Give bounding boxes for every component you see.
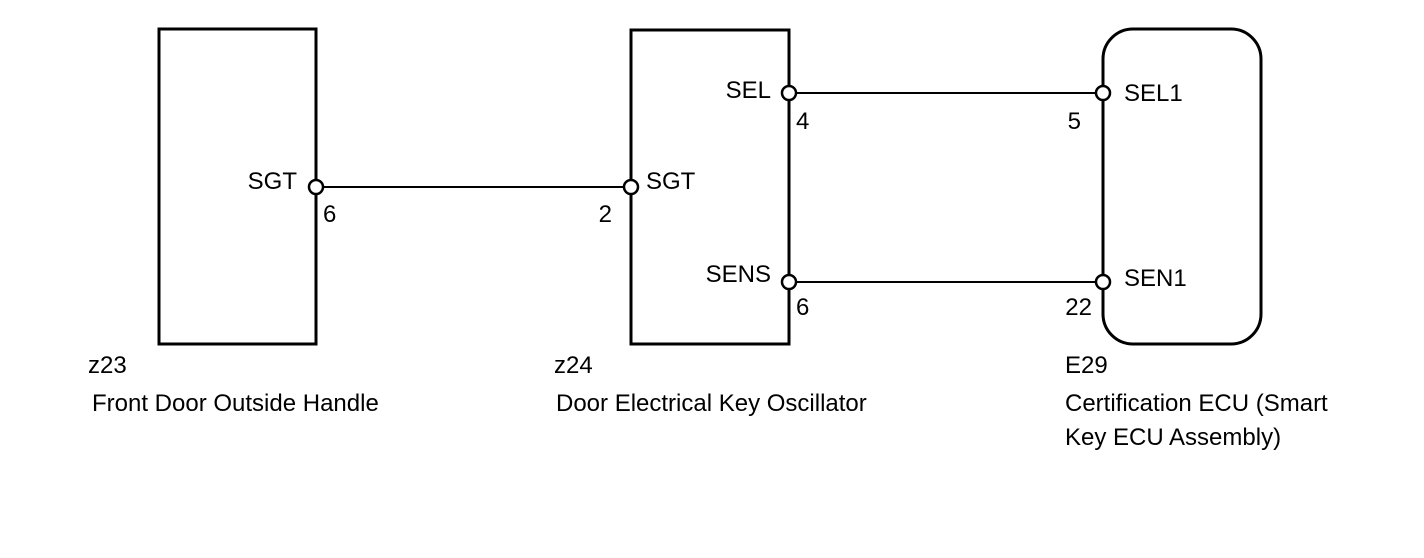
e29-sel1-pin-label: SEL1 — [1124, 80, 1183, 107]
z24-component-code: z24 — [554, 352, 593, 379]
z24-component-name: Door Electrical Key Oscillator — [556, 390, 867, 417]
e29-sen1-terminal — [1094, 273, 1112, 291]
z24-sel-pin-number: 4 — [796, 108, 809, 135]
e29-sen1-pin-number: 22 — [1065, 294, 1092, 321]
z24-sgt-terminal — [622, 178, 640, 196]
z24-sens-terminal — [780, 273, 798, 291]
z23-sgt-terminal — [307, 178, 325, 196]
z24-sel-terminal — [780, 84, 798, 102]
z24-component-box — [629, 28, 791, 346]
z24-sens-pin-label: SENS — [706, 261, 771, 288]
e29-component-name-line1: Certification ECU (Smart — [1065, 390, 1328, 417]
e29-sen1-pin-label: SEN1 — [1124, 265, 1187, 292]
e29-component-code: E29 — [1065, 352, 1108, 379]
z23-component-box — [157, 27, 318, 346]
z23-sgt-pin-label: SGT — [248, 168, 298, 195]
z23-component-code: z23 — [88, 352, 127, 379]
z24-sgt-pin-number: 2 — [599, 201, 612, 228]
e29-component-name-line2: Key ECU Assembly) — [1065, 424, 1282, 451]
e29-component-box — [1101, 27, 1263, 346]
e29-sel1-pin-number: 5 — [1068, 108, 1081, 135]
e29-sel1-terminal — [1094, 84, 1112, 102]
z23-component-name: Front Door Outside Handle — [92, 390, 379, 417]
z24-sgt-pin-label: SGT — [646, 168, 696, 195]
z23-sgt-pin-number: 6 — [323, 201, 336, 228]
z24-sel-pin-label: SEL — [726, 77, 771, 104]
z24-sens-pin-number: 6 — [796, 294, 809, 321]
